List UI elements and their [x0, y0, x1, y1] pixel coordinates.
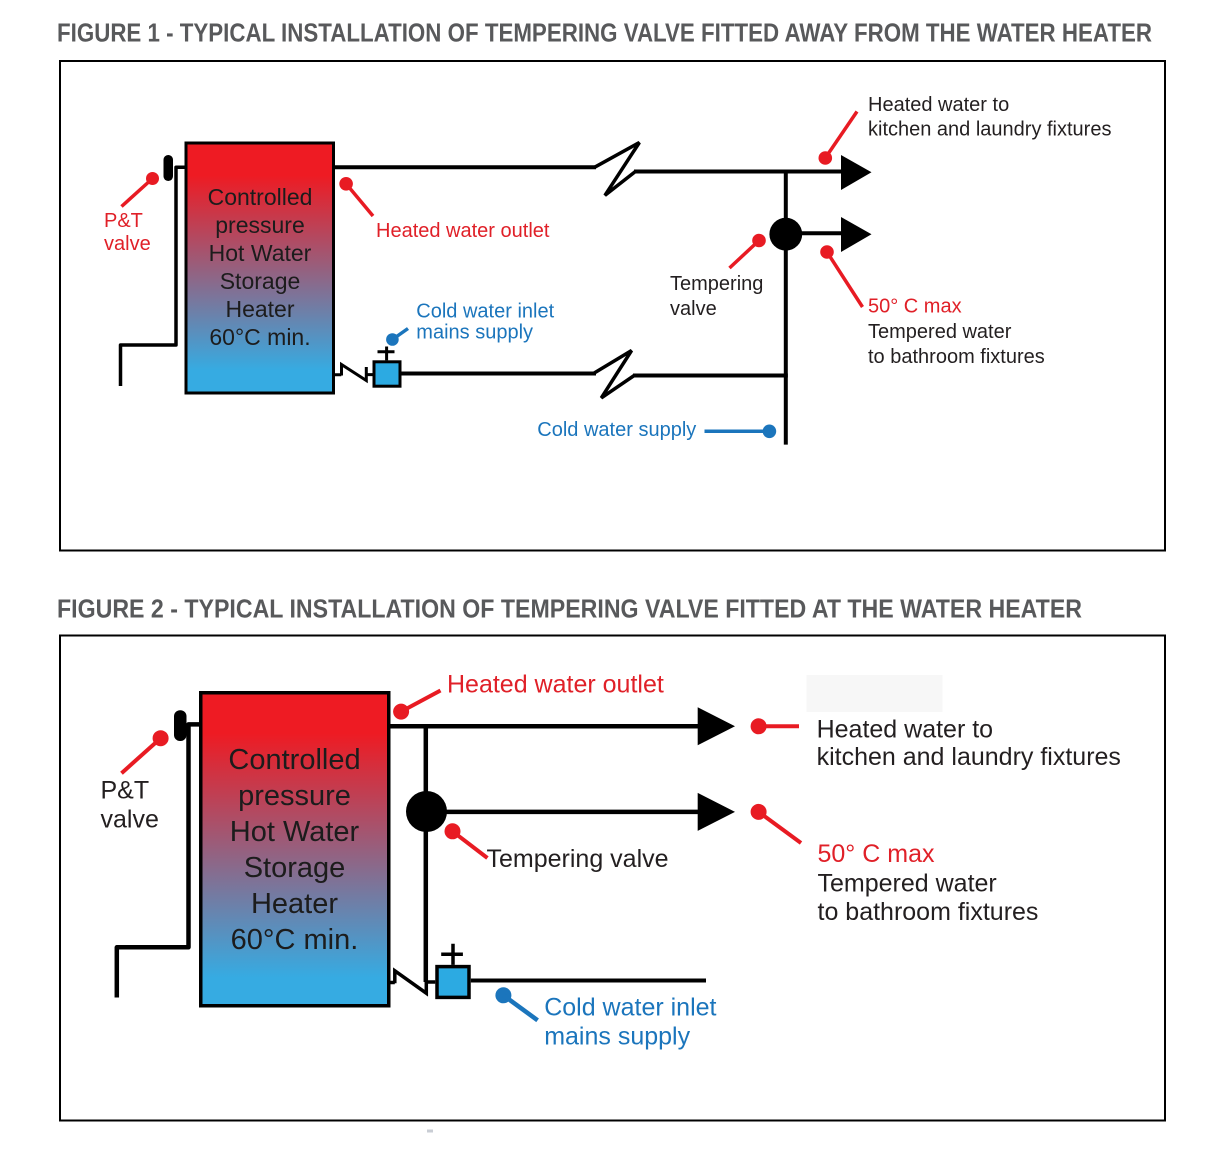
svg-text:Controlled: Controlled	[228, 744, 360, 776]
svg-text:FIGURE 2 - TYPICAL INSTALLATIO: FIGURE 2 - TYPICAL INSTALLATION OF TEMPE…	[57, 594, 1082, 624]
svg-text:Tempering valve: Tempering valve	[487, 845, 669, 873]
svg-text:valve: valve	[101, 806, 159, 834]
svg-text:valve: valve	[670, 298, 717, 320]
svg-text:60°C min.: 60°C min.	[231, 924, 359, 956]
svg-text:Cold water supply: Cold water supply	[537, 419, 696, 441]
svg-text:kitchen and laundry fixtures: kitchen and laundry fixtures	[817, 743, 1121, 771]
svg-text:Tempered water: Tempered water	[868, 321, 1012, 343]
svg-text:pressure: pressure	[238, 780, 351, 812]
svg-text:valve: valve	[104, 233, 151, 255]
svg-text:Heated water to: Heated water to	[868, 94, 1009, 116]
svg-text:Controlled: Controlled	[208, 184, 313, 210]
svg-text:to bathroom fixtures: to bathroom fixtures	[868, 346, 1045, 368]
svg-text:Storage: Storage	[220, 268, 301, 294]
svg-text:Hot Water: Hot Water	[230, 816, 360, 848]
svg-text:kitchen and laundry fixtures: kitchen and laundry fixtures	[868, 119, 1111, 141]
svg-text:Heated water to: Heated water to	[817, 716, 994, 744]
svg-text:Tempering: Tempering	[670, 273, 763, 295]
svg-text:60°C min.: 60°C min.	[209, 324, 310, 350]
svg-text:Storage: Storage	[244, 852, 346, 884]
svg-text:50° C max: 50° C max	[868, 296, 962, 318]
svg-text:FIGURE 1 - TYPICAL INSTALLATIO: FIGURE 1 - TYPICAL INSTALLATION OF TEMPE…	[57, 18, 1152, 48]
svg-text:Hot Water: Hot Water	[209, 240, 312, 266]
svg-text:mains supply: mains supply	[544, 1023, 690, 1051]
svg-text:Heated water outlet: Heated water outlet	[447, 670, 664, 698]
svg-text:Heater: Heater	[251, 888, 338, 920]
svg-text:pressure: pressure	[215, 212, 304, 238]
svg-text:Heated water outlet: Heated water outlet	[376, 220, 550, 242]
svg-text:Cold water inlet: Cold water inlet	[544, 994, 716, 1022]
svg-text:Tempered water: Tempered water	[818, 869, 997, 897]
svg-text:Cold water inlet: Cold water inlet	[416, 301, 554, 323]
svg-text:Heater: Heater	[225, 296, 294, 322]
svg-text:P&T: P&T	[104, 210, 143, 232]
svg-text:mains supply: mains supply	[416, 321, 533, 343]
svg-text:P&T: P&T	[101, 777, 150, 805]
svg-text:to bathroom fixtures: to bathroom fixtures	[818, 898, 1039, 926]
svg-text:50° C max: 50° C max	[818, 840, 935, 868]
